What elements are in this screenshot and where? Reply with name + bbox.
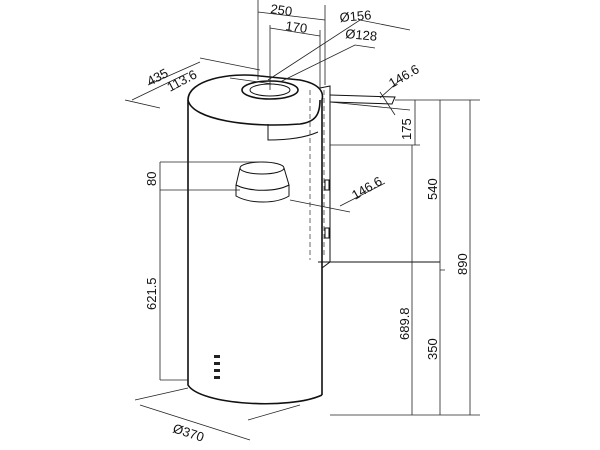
dim-113-6: 113.6 <box>164 67 199 95</box>
dim-689-8: 689.8 <box>397 307 412 340</box>
side-spigot <box>235 161 290 203</box>
dim-890: 890 <box>455 253 470 275</box>
dim-250: 250 <box>270 1 294 19</box>
chimney <box>309 85 440 269</box>
control-buttons <box>214 355 220 379</box>
dim-170: 170 <box>285 18 309 36</box>
dim-621-5: 621.5 <box>144 277 159 310</box>
dim-outlet-inner: Ø128 <box>345 26 378 44</box>
dimension-lines <box>124 0 480 441</box>
dim-540: 540 <box>425 178 440 200</box>
hood-body <box>187 74 324 405</box>
dim-175: 175 <box>399 118 414 140</box>
dim-146-6-side: 146.6 <box>349 173 385 202</box>
dim-350: 350 <box>425 338 440 360</box>
dim-146-6-top: 146.6 <box>386 61 422 90</box>
dim-80: 80 <box>144 172 159 186</box>
dim-outlet-outer: Ø156 <box>339 7 372 25</box>
